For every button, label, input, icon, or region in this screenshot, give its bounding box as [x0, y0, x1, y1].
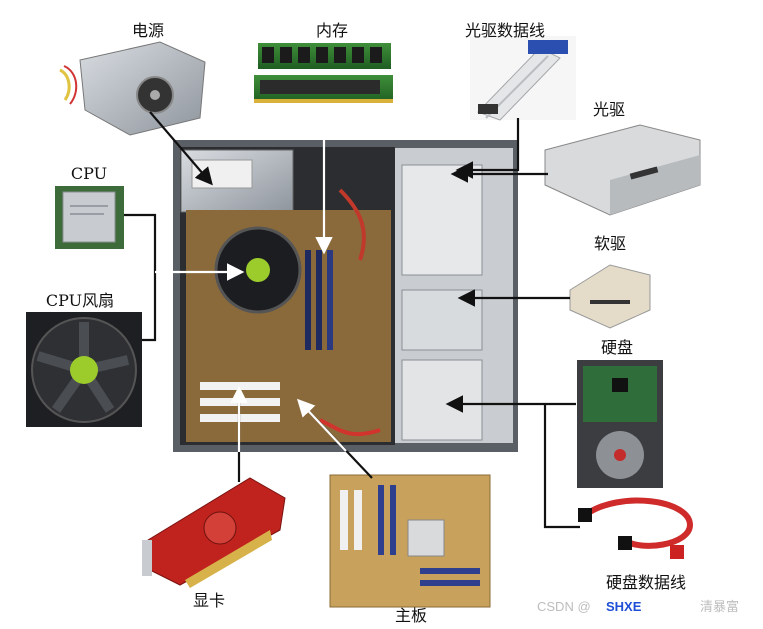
label-cpu-fan: CPU风扇 — [46, 291, 114, 310]
sata-cable-image — [578, 497, 694, 559]
arrow-motherboard — [296, 398, 347, 452]
computer-case — [173, 140, 518, 452]
power-supply-image — [59, 41, 206, 136]
hard-disk-image — [577, 360, 663, 488]
cpu-fan-image — [26, 312, 142, 427]
graphics-card-image — [142, 477, 286, 588]
watermark-author: 清暴富 — [700, 599, 739, 614]
motherboard-image — [329, 474, 491, 608]
cpu-image — [55, 186, 124, 249]
label-floppy-drive: 软驱 — [594, 234, 626, 253]
label-memory: 内存 — [316, 21, 348, 40]
optical-drive-cable-image — [470, 36, 576, 121]
connectors — [124, 104, 580, 529]
arrow-optical-cable — [455, 118, 520, 179]
bracket-cpu — [124, 213, 157, 342]
floppy-drive-image — [569, 264, 651, 329]
label-graphics-card: 显卡 — [193, 591, 225, 610]
label-cpu: CPU — [71, 164, 107, 183]
optical-drive-image — [544, 124, 701, 216]
watermark-brand: SHXE — [606, 599, 642, 614]
label-motherboard: 主板 — [395, 606, 427, 625]
connector-sata — [543, 404, 580, 529]
label-hard-disk: 硬盘 — [601, 338, 633, 357]
label-optical-drive: 光驱 — [593, 100, 625, 119]
watermark-text: CSDN @ — [537, 599, 591, 614]
label-power-supply: 电源 — [132, 21, 164, 40]
label-sata-cable: 硬盘数据线 — [606, 573, 686, 592]
label-optical-drive-cable: 光驱数据线 — [465, 21, 545, 40]
memory-image — [254, 43, 393, 103]
arrow-power — [149, 111, 213, 186]
